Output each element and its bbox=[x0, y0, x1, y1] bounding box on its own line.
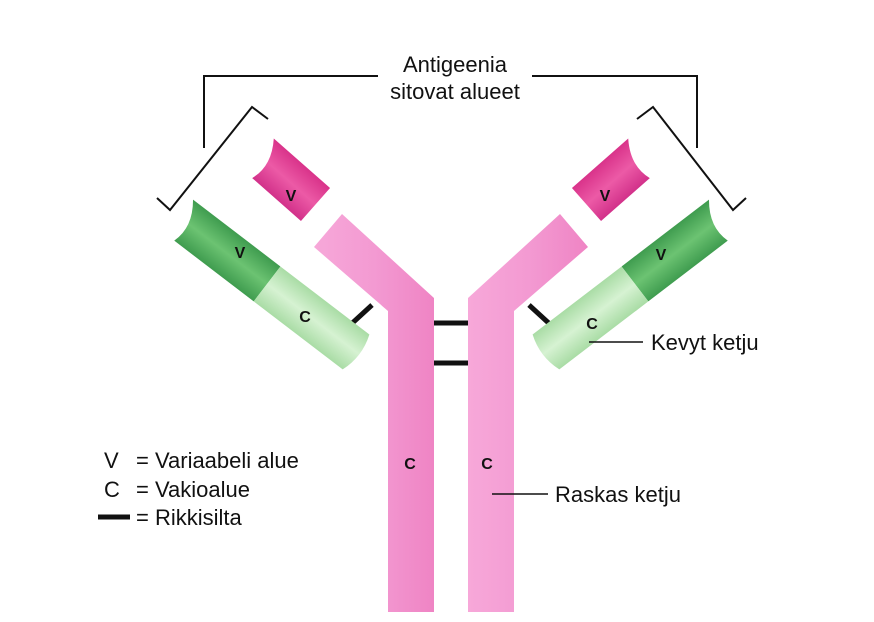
heavy-chain-left bbox=[314, 214, 434, 612]
segment-label-heavy-v-right: V bbox=[600, 188, 611, 205]
segment-label-light-c-left: C bbox=[299, 309, 311, 326]
antigen-binding-bracket bbox=[156, 75, 747, 212]
heavy-variable-right bbox=[571, 138, 650, 222]
light-chain-label: Kevyt ketju bbox=[651, 330, 759, 355]
segment-label-heavy-c-right: C bbox=[481, 456, 493, 473]
disulfide-bond bbox=[346, 303, 555, 366]
legend: V = Variaabeli alue C = Vakioalue = Rikk… bbox=[98, 448, 299, 530]
segment-label-heavy-c-left: C bbox=[404, 456, 416, 473]
antigen-binding-label-line2: sitovat alueet bbox=[390, 79, 520, 104]
callout-leader bbox=[492, 341, 643, 495]
light-chain-left bbox=[174, 199, 370, 370]
segment-label-light-c-right: C bbox=[586, 316, 598, 333]
legend-bond-desc: = Rikkisilta bbox=[136, 505, 243, 530]
heavy-variable-left bbox=[252, 138, 331, 222]
legend-c-desc: = Vakioalue bbox=[136, 477, 250, 502]
segment-label-light-v-right: V bbox=[656, 247, 667, 264]
light-chain-right bbox=[532, 199, 728, 370]
heavy-chain-label: Raskas ketju bbox=[555, 482, 681, 507]
legend-v-key: V bbox=[104, 448, 119, 473]
heavy-chain-right bbox=[468, 214, 588, 612]
legend-c-key: C bbox=[104, 477, 120, 502]
antigen-binding-label-line1: Antigeenia bbox=[403, 52, 508, 77]
segment-label-heavy-v-left: V bbox=[286, 188, 297, 205]
legend-v-desc: = Variaabeli alue bbox=[136, 448, 299, 473]
segment-label-light-v-left: V bbox=[235, 245, 246, 262]
